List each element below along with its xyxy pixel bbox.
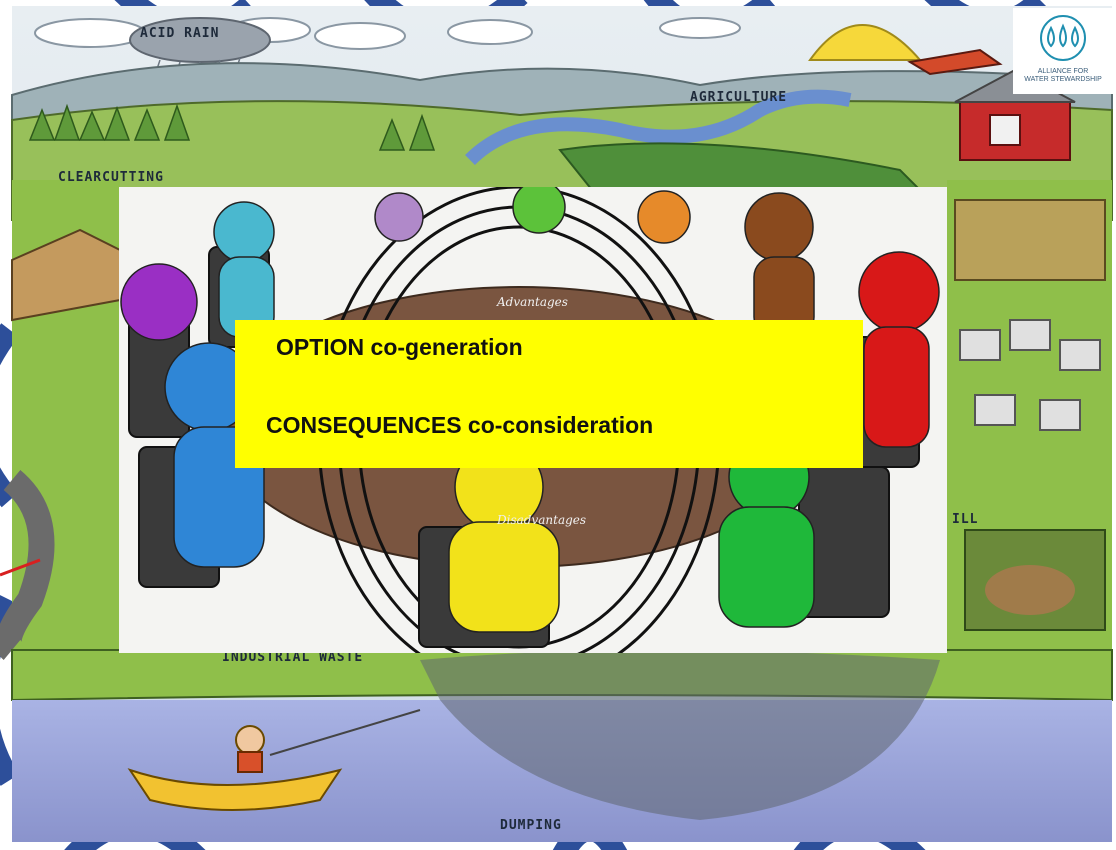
logo-line-2: WATER STEWARDSHIP: [1024, 76, 1102, 83]
callout-box: OPTION co-generation CONSEQUENCES co-con…: [235, 320, 863, 468]
table-text-bottom: Disadvantages: [497, 513, 587, 527]
label-industrial-waste: INDUSTRIAL WASTE: [222, 650, 364, 665]
callout-option-line: OPTION co-generation: [276, 334, 523, 360]
callout-consequences-line: CONSEQUENCES co-consideration: [266, 412, 654, 438]
logo-line-1: ALLIANCE FOR: [1037, 68, 1089, 75]
table-text-top: Advantages: [497, 295, 568, 309]
label-acid-rain: ACID RAIN: [140, 26, 220, 41]
alliance-logo: ALLIANCE FOR WATER STEWARDSHIP: [1013, 8, 1113, 94]
label-dumping: DUMPING: [500, 818, 562, 833]
label-agriculture: AGRICULTURE: [690, 90, 788, 105]
label-landfill-partial: ILL: [952, 512, 979, 527]
label-clearcutting: CLEARCUTTING: [58, 170, 164, 185]
water-drops-icon: [1040, 15, 1086, 61]
